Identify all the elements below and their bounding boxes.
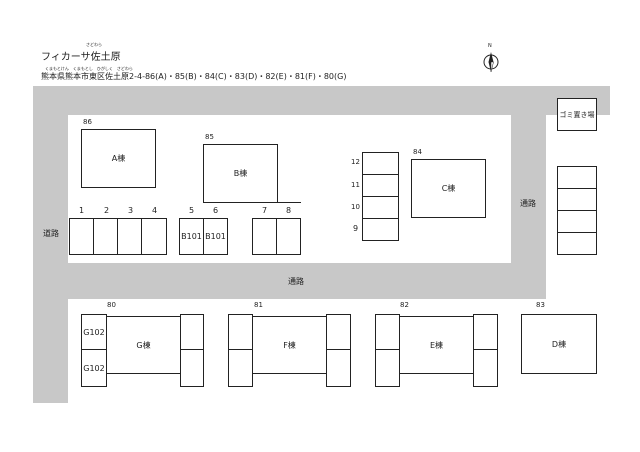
building-e-left-lower (375, 349, 400, 387)
building-g-unit-upper-label: G102 (83, 327, 105, 337)
building-g-right-lower (180, 349, 204, 387)
parking-slot-3 (117, 218, 142, 255)
garbage-label: ゴミ置き場 (559, 110, 595, 119)
building-g-unit-lower-label: G102 (83, 363, 105, 373)
building-e-right-upper (473, 314, 498, 350)
parking-slot-6-unit: B101 (205, 232, 226, 241)
building-c-name: C棟 (441, 184, 456, 193)
parking-label-8: 8 (286, 206, 292, 215)
parking-slot-9 (362, 218, 399, 241)
middle-passage-label: 通路 (288, 277, 304, 286)
compass-label: N (488, 43, 492, 49)
property-address: 熊本県熊本市東区佐土原2-4-86(A)・85(B)・84(C)・83(D)・8… (41, 72, 347, 81)
parking-slot-5: B101 (179, 218, 204, 255)
parking-slot-8 (276, 218, 301, 255)
parking-slot-right-4 (557, 232, 597, 255)
building-g-number: 80 (107, 301, 116, 309)
parking-label-11: 11 (351, 181, 360, 189)
building-a: A棟 (81, 129, 156, 188)
building-f-right-lower (326, 349, 351, 387)
parking-slot-1 (69, 218, 94, 255)
building-g-right-upper (180, 314, 204, 350)
parking-slot-right-2 (557, 188, 597, 211)
left-road-label: 道路 (43, 229, 59, 238)
building-e-right-lower (473, 349, 498, 387)
parking-slot-right-3 (557, 210, 597, 233)
building-f-left-upper (228, 314, 253, 350)
parking-label-10: 10 (351, 203, 360, 211)
parking-label-9: 9 (353, 224, 359, 233)
building-d: D棟 (521, 314, 597, 374)
parking-label-7: 7 (262, 206, 268, 215)
parking-slot-right-1 (557, 166, 597, 189)
building-c-number: 84 (413, 148, 422, 156)
parking-slot-6: B101 (203, 218, 228, 255)
parking-slot-5-unit: B101 (181, 232, 202, 241)
parking-label-3: 3 (128, 206, 134, 215)
building-e-number: 82 (400, 301, 409, 309)
building-d-number: 83 (536, 301, 545, 309)
building-e-left-upper (375, 314, 400, 350)
parking-label-4: 4 (152, 206, 158, 215)
parking-label-12: 12 (351, 158, 360, 166)
parking-label-2: 2 (104, 206, 110, 215)
property-title: フィカーサ佐土原 (41, 52, 121, 63)
building-f: F棟 (252, 316, 327, 374)
boundary-line (277, 202, 301, 203)
building-g: G棟 (106, 316, 181, 374)
building-b: B棟 (203, 144, 278, 203)
parking-slot-12 (362, 152, 399, 175)
building-b-name: B棟 (233, 169, 248, 178)
parking-label-1: 1 (79, 206, 85, 215)
building-f-right-upper (326, 314, 351, 350)
parking-slot-2 (93, 218, 118, 255)
right-passage-label: 通路 (520, 199, 536, 208)
parking-slot-7 (252, 218, 277, 255)
building-f-name: F棟 (283, 340, 296, 350)
north-compass-icon: N (483, 43, 499, 75)
parking-label-5: 5 (189, 206, 195, 215)
building-b-number: 85 (205, 133, 214, 141)
building-g-name: G棟 (136, 340, 151, 350)
building-g-unit-lower: G102 (81, 349, 107, 387)
title-ruby: さどわら (86, 42, 102, 47)
building-d-name: D棟 (551, 339, 567, 349)
building-a-number: 86 (83, 118, 92, 126)
building-f-number: 81 (254, 301, 263, 309)
building-g-unit-upper: G102 (81, 314, 107, 350)
address-ruby: くまもとけん くまもとし ひがしく さどわら (45, 66, 133, 71)
building-f-left-lower (228, 349, 253, 387)
parking-label-6: 6 (213, 206, 219, 215)
top-road (33, 86, 610, 115)
building-a-name: A棟 (111, 154, 126, 163)
middle-passage (68, 263, 546, 299)
garbage-area: ゴミ置き場 (557, 98, 597, 131)
building-e-name: E棟 (429, 340, 444, 350)
parking-slot-4 (141, 218, 167, 255)
left-road (33, 86, 68, 403)
building-e: E棟 (399, 316, 474, 374)
parking-slot-11 (362, 174, 399, 197)
building-c: C棟 (411, 159, 486, 218)
parking-slot-10 (362, 196, 399, 219)
